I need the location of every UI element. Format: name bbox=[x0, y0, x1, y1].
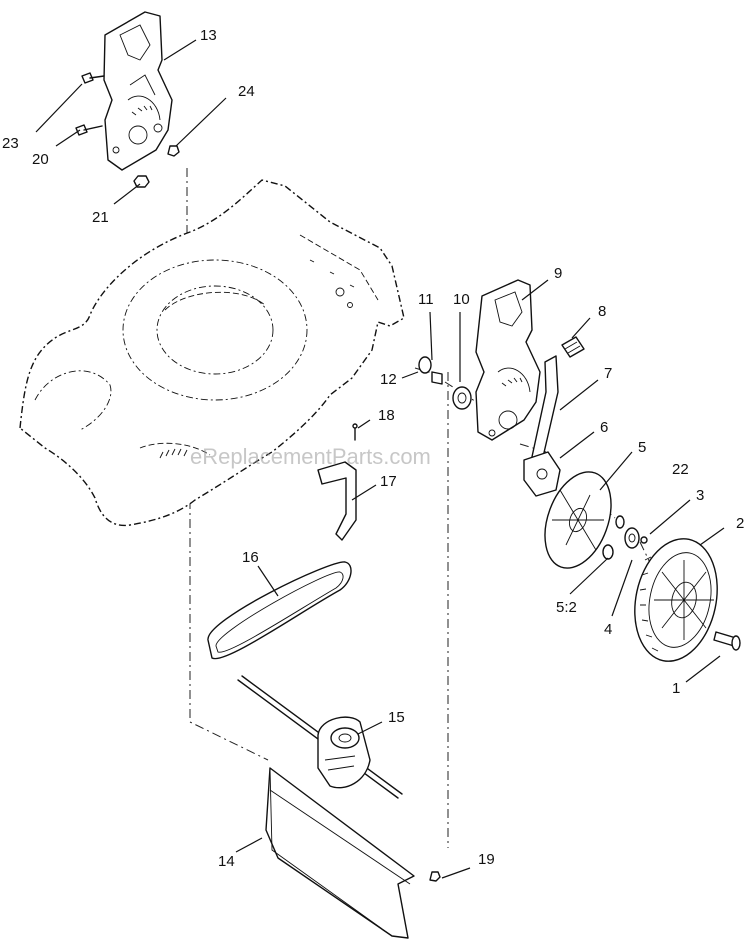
callout-6: 6 bbox=[600, 419, 608, 436]
wheel-part-2 bbox=[634, 538, 718, 662]
callout-10: 10 bbox=[453, 291, 470, 308]
callout-17: 17 bbox=[380, 473, 397, 490]
callout-20: 20 bbox=[32, 151, 49, 168]
callout-2: 2 bbox=[736, 515, 744, 532]
height-adjuster-top-part-13 bbox=[103, 11, 173, 171]
baffle-part-14 bbox=[265, 767, 415, 939]
callout-19: 19 bbox=[478, 851, 495, 868]
bolt-part-1 bbox=[713, 631, 741, 651]
leader-lines bbox=[35, 39, 725, 879]
callout-7: 7 bbox=[604, 365, 612, 382]
callout-24: 24 bbox=[238, 83, 255, 100]
callout-22: 22 bbox=[672, 461, 689, 478]
height-adjuster-right-part-9 bbox=[475, 279, 541, 441]
callout-5-2: 5:2 bbox=[556, 599, 577, 616]
spring-part-8 bbox=[561, 336, 585, 358]
callout-3: 3 bbox=[696, 487, 704, 504]
callout-14: 14 bbox=[218, 853, 235, 870]
callout-9: 9 bbox=[554, 265, 562, 282]
callout-13: 13 bbox=[200, 27, 217, 44]
transmission-part-15 bbox=[237, 675, 403, 799]
callout-15: 15 bbox=[388, 709, 405, 726]
pin-part-18 bbox=[352, 423, 358, 441]
callout-11: 11 bbox=[418, 291, 434, 308]
callout-18: 18 bbox=[378, 407, 395, 424]
mower-deck bbox=[19, 179, 405, 527]
screw-part-19 bbox=[429, 871, 441, 882]
callout-16: 16 bbox=[242, 549, 259, 566]
callout-1: 1 bbox=[672, 680, 680, 697]
hardware-middle bbox=[418, 356, 472, 410]
small-gear-parts bbox=[602, 515, 648, 560]
callout-5: 5 bbox=[638, 439, 646, 456]
callout-8: 8 bbox=[598, 303, 606, 320]
callout-23: 23 bbox=[2, 135, 19, 152]
bracket-part-17 bbox=[317, 461, 357, 541]
callout-12: 12 bbox=[380, 371, 397, 388]
plate-part-6 bbox=[523, 451, 561, 497]
hardware-top bbox=[75, 72, 180, 188]
wheel-disc-part-5 bbox=[544, 471, 612, 569]
callouts: 1 2 3 4 5 5:2 6 7 8 9 10 11 12 13 14 15 … bbox=[2, 27, 744, 870]
belt-part-16 bbox=[207, 561, 352, 660]
watermark: eReplacementParts.com bbox=[190, 444, 431, 469]
callout-21: 21 bbox=[92, 209, 109, 226]
callout-4: 4 bbox=[604, 621, 612, 638]
